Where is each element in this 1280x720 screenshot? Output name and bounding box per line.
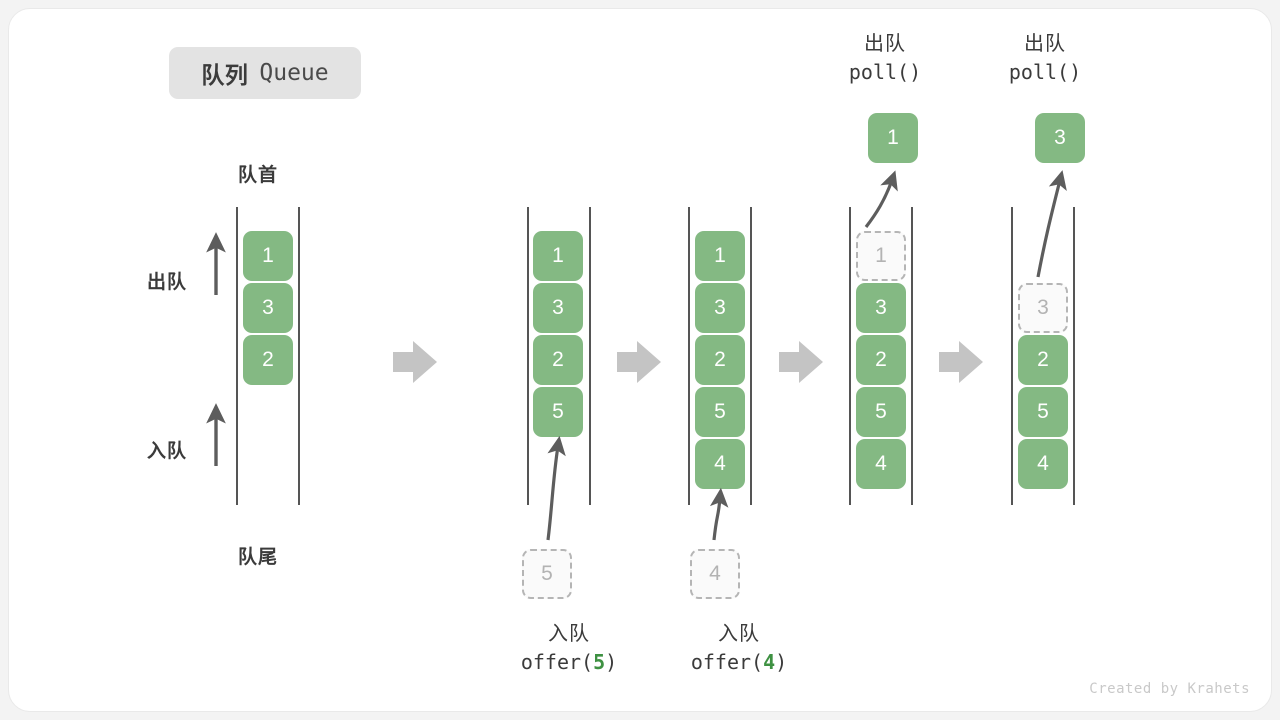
queue-cell: 3 (856, 283, 906, 333)
queue-cell: 1 (243, 231, 293, 281)
enqueue-side-label: 入队 (147, 441, 188, 462)
removed-cell-ghost-3: 3 (1018, 283, 1068, 333)
op-caption-offer-4-cn: 入队 (718, 623, 760, 645)
queue-cell: 2 (856, 335, 906, 385)
title-english: Queue (259, 60, 329, 86)
queue-cell: 4 (1018, 439, 1068, 489)
queue-cell: 1 (695, 231, 745, 281)
channel-right-line-stage-3 (750, 207, 752, 505)
diagram-card (8, 8, 1272, 712)
op-caption-offer-5: 入队 offer(5) (474, 620, 664, 677)
channel-left-line-stage-2 (527, 207, 529, 505)
pending-cell-5: 5 (522, 549, 572, 599)
offer-5-suffix: ) (605, 650, 618, 675)
op-caption-offer-4: 入队 offer(4) (644, 620, 834, 677)
dequeued-cell-3: 3 (1035, 113, 1085, 163)
dequeue-side-label: 出队 (147, 272, 188, 293)
op-caption-poll-2-code: poll() (1008, 60, 1082, 85)
op-caption-poll-1: 出队 poll() (790, 30, 980, 87)
op-caption-poll-1-cn: 出队 (864, 33, 906, 55)
channel-right-line-stage-2 (589, 207, 591, 505)
op-caption-poll-1-code: poll() (848, 60, 922, 85)
queue-cell: 4 (856, 439, 906, 489)
queue-cell: 5 (533, 387, 583, 437)
queue-cell: 2 (533, 335, 583, 385)
title-chinese: 队列 (201, 62, 249, 88)
channel-left-line-stage-1 (236, 207, 238, 505)
watermark: Created by Krahets (1089, 681, 1250, 697)
channel-left-line-stage-4 (849, 207, 851, 505)
removed-cell-ghost-1: 1 (856, 231, 906, 281)
queue-cell: 4 (695, 439, 745, 489)
offer-4-prefix: offer( (690, 650, 764, 675)
queue-cell: 3 (243, 283, 293, 333)
rear-label: 队尾 (238, 547, 279, 568)
queue-cell: 5 (1018, 387, 1068, 437)
queue-cell: 2 (695, 335, 745, 385)
queue-cell: 5 (856, 387, 906, 437)
queue-cell: 2 (243, 335, 293, 385)
queue-cell: 1 (533, 231, 583, 281)
channel-left-line-stage-3 (688, 207, 690, 505)
offer-4-suffix: ) (775, 650, 788, 675)
op-caption-poll-2-cn: 出队 (1024, 33, 1066, 55)
channel-right-line-stage-5 (1073, 207, 1075, 505)
op-caption-poll-2: 出队 poll() (950, 30, 1140, 87)
op-caption-offer-5-code: offer(5) (474, 648, 664, 676)
op-caption-offer-4-code: offer(4) (644, 648, 834, 676)
queue-cell: 3 (695, 283, 745, 333)
channel-right-line-stage-1 (298, 207, 300, 505)
channel-right-line-stage-4 (911, 207, 913, 505)
queue-cell: 2 (1018, 335, 1068, 385)
offer-5-prefix: offer( (520, 650, 594, 675)
offer-5-value: 5 (593, 650, 606, 675)
queue-cell: 3 (533, 283, 583, 333)
queue-cell: 5 (695, 387, 745, 437)
dequeued-cell-1: 1 (868, 113, 918, 163)
op-caption-offer-5-cn: 入队 (548, 623, 590, 645)
channel-left-line-stage-5 (1011, 207, 1013, 505)
title-badge: 队列 Queue (169, 47, 361, 99)
offer-4-value: 4 (763, 650, 776, 675)
front-label: 队首 (238, 165, 279, 186)
pending-cell-4: 4 (690, 549, 740, 599)
